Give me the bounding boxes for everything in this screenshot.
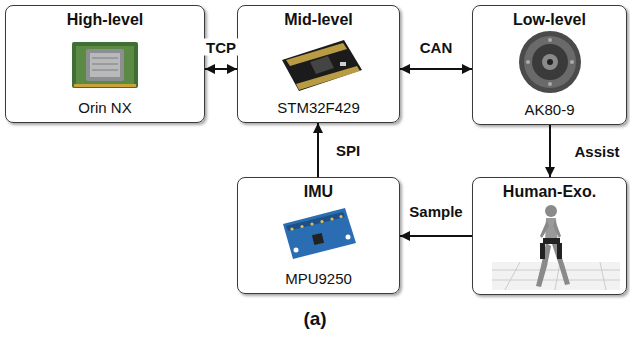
edge-label: CAN	[418, 39, 455, 56]
edge-label: Sample	[407, 203, 464, 220]
signal-arrow	[549, 125, 551, 177]
device-name: Orin NX	[6, 99, 204, 116]
signal-arrow	[317, 123, 319, 177]
component-box: Low-levelAK80-9	[472, 5, 627, 125]
component-box: High-levelOrin NX	[5, 5, 205, 123]
box-title: Low-level	[473, 11, 626, 29]
edge-label: SPI	[334, 142, 362, 159]
orin-module	[72, 42, 138, 88]
device-name: STM32F429	[238, 99, 399, 116]
signal-arrow	[205, 68, 237, 70]
edge-label: Assist	[572, 143, 621, 160]
motor-ak80	[519, 31, 581, 93]
imu-board	[283, 208, 356, 259]
component-box: IMU MPU9250	[237, 177, 400, 294]
box-title: Mid-level	[238, 11, 399, 29]
signal-arrow	[400, 235, 472, 237]
component-box: Human-Exo.	[472, 177, 627, 295]
edge-label: TCP	[204, 39, 238, 56]
device-name: AK80-9	[473, 101, 626, 118]
figure-caption: (a)	[0, 308, 630, 330]
box-title: IMU	[238, 183, 399, 201]
component-box: Mid-levelSTM32F429	[237, 5, 400, 123]
stm32-board	[282, 40, 362, 91]
box-title: High-level	[6, 11, 204, 29]
human-exo-figure	[492, 205, 620, 290]
signal-arrow	[400, 68, 472, 70]
device-name: MPU9250	[238, 270, 399, 287]
box-title: Human-Exo.	[473, 183, 626, 201]
